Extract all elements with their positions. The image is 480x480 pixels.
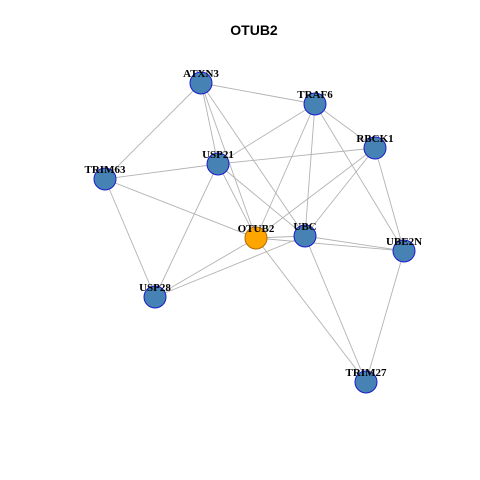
node-label-rbck1: RBCK1 [356, 133, 393, 145]
node-label-otub2: OTUB2 [238, 223, 275, 235]
edge-usp21-otub2 [217, 163, 257, 239]
node-label-trim27: TRIM27 [346, 367, 387, 379]
edge-trim63-otub2 [104, 178, 257, 239]
edge-traf6-rbck1 [314, 103, 376, 149]
node-atxn3: ATXN3 [183, 68, 219, 95]
node-circle-trim63 [93, 167, 117, 191]
edge-atxn3-ubc [200, 82, 306, 237]
edge-traf6-otub2 [255, 103, 316, 239]
edge-ubc-ube2n [304, 235, 405, 252]
edge-otub2-trim27 [255, 237, 367, 383]
node-traf6: TRAF6 [297, 89, 333, 116]
edge-traf6-usp21 [217, 103, 316, 165]
node-circle-atxn3 [189, 71, 213, 95]
edge-traf6-ube2n [314, 103, 405, 252]
graph-title: OTUB2 [230, 22, 278, 38]
node-usp21: USP21 [202, 149, 234, 176]
edge-rbck1-otub2 [255, 147, 376, 239]
node-circle-otub2 [244, 226, 268, 250]
node-ubc: UBC [293, 221, 317, 248]
edge-rbck1-ube2n [374, 147, 405, 252]
edge-atxn3-traf6 [200, 82, 316, 105]
edge-rbck1-ubc [304, 147, 376, 237]
node-circle-trim27 [354, 370, 378, 394]
edge-ubc-usp28 [154, 235, 306, 298]
edge-usp21-usp28 [154, 163, 219, 298]
node-usp28: USP28 [139, 282, 171, 309]
edge-rbck1-usp21 [217, 147, 376, 165]
node-trim63: TRIM63 [85, 164, 126, 191]
edge-atxn3-usp21 [200, 82, 219, 165]
edge-otub2-ube2n [255, 237, 405, 252]
node-label-atxn3: ATXN3 [183, 68, 219, 80]
node-ube2n: UBE2N [386, 236, 422, 263]
edge-usp21-ubc [217, 163, 306, 237]
node-label-usp28: USP28 [139, 282, 171, 294]
edge-ube2n-trim27 [365, 250, 405, 383]
node-trim27: TRIM27 [346, 367, 387, 394]
node-rbck1: RBCK1 [356, 133, 394, 160]
node-label-ube2n: UBE2N [386, 236, 422, 248]
node-circle-rbck1 [363, 136, 387, 160]
node-circle-usp21 [206, 152, 230, 176]
node-label-traf6: TRAF6 [297, 89, 333, 101]
node-label-usp21: USP21 [202, 149, 234, 161]
edge-trim63-usp21 [104, 163, 219, 180]
edge-trim63-usp28 [104, 178, 156, 298]
node-circle-ubc [293, 224, 317, 248]
node-label-trim63: TRIM63 [85, 164, 126, 176]
node-circle-usp28 [143, 285, 167, 309]
edge-layer [104, 82, 405, 383]
node-circle-traf6 [303, 92, 327, 116]
edge-otub2-usp28 [154, 237, 257, 298]
edge-traf6-ubc [304, 103, 316, 237]
node-otub2: OTUB2 [238, 223, 275, 250]
edge-atxn3-trim63 [104, 82, 202, 180]
edge-ubc-trim27 [304, 235, 367, 383]
node-circle-ube2n [392, 239, 416, 263]
node-label-ubc: UBC [293, 221, 316, 233]
